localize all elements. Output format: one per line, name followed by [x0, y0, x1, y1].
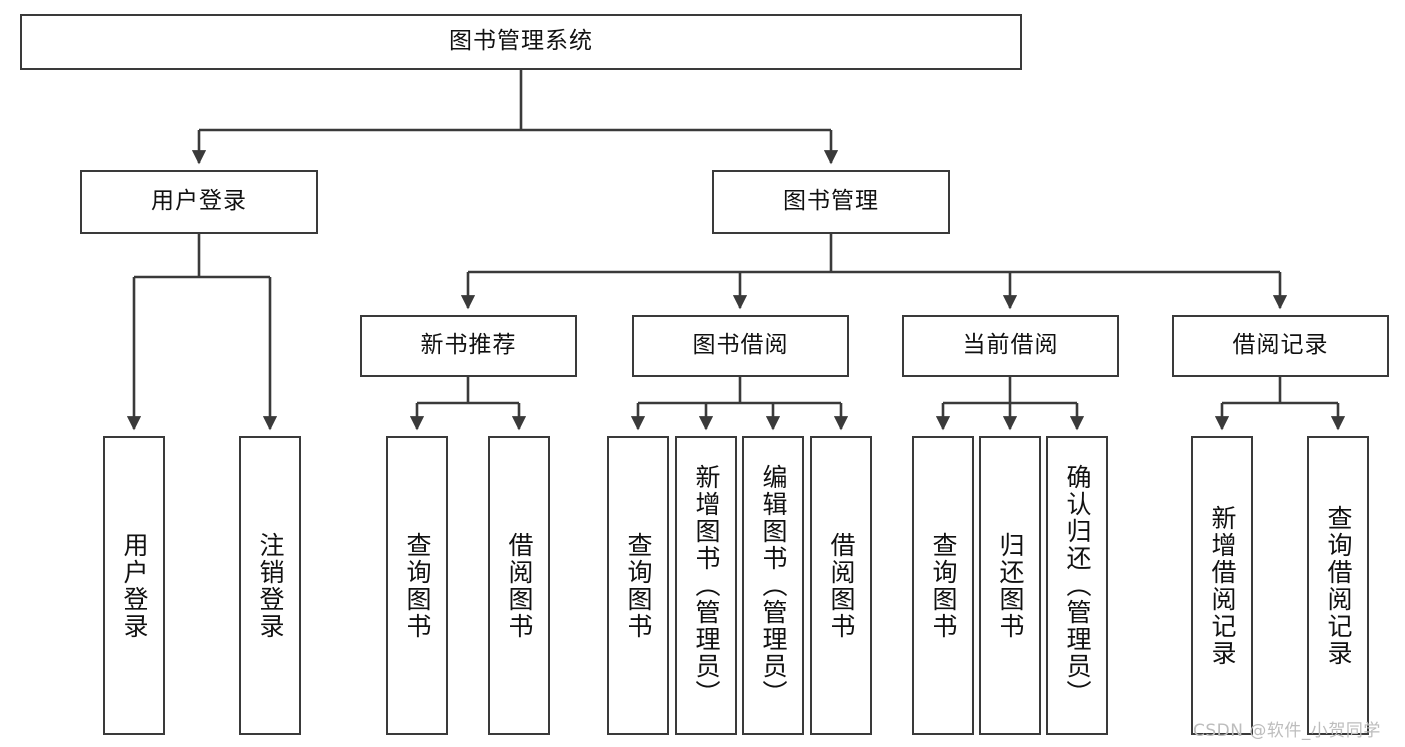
- node-label: 用户登录: [151, 188, 247, 215]
- node-label: 新书推荐: [420, 332, 517, 359]
- leaf-recommend-borrow-book[interactable]: 借阅图书: [488, 436, 550, 735]
- node-label: 图书借阅: [692, 332, 789, 359]
- node-label: 用户登录: [120, 531, 149, 640]
- leaf-user-login-signout[interactable]: 注销登录: [239, 436, 301, 735]
- leaf-user-login-signin[interactable]: 用户登录: [103, 436, 165, 735]
- node-label: 图书管理: [783, 188, 879, 215]
- node-label: 查询图书: [929, 531, 958, 640]
- node-root-system[interactable]: 图书管理系统: [20, 14, 1022, 70]
- node-label: 借阅图书: [505, 531, 534, 640]
- node-borrow-record[interactable]: 借阅记录: [1172, 315, 1389, 377]
- node-label: 当前借阅: [962, 332, 1059, 359]
- leaf-borrow-query-book[interactable]: 查询图书: [607, 436, 669, 735]
- node-current-borrow[interactable]: 当前借阅: [902, 315, 1119, 377]
- node-label: 确认归还（管理员）: [1063, 464, 1092, 707]
- leaf-record-add-record[interactable]: 新增借阅记录: [1191, 436, 1253, 735]
- node-label: 查询借阅记录: [1324, 504, 1353, 667]
- node-label: 注销登录: [256, 531, 285, 640]
- node-user-login[interactable]: 用户登录: [80, 170, 318, 234]
- node-book-borrow[interactable]: 图书借阅: [632, 315, 849, 377]
- leaf-borrow-borrow-book[interactable]: 借阅图书: [810, 436, 872, 735]
- leaf-current-return-book[interactable]: 归还图书: [979, 436, 1041, 735]
- node-book-management[interactable]: 图书管理: [712, 170, 950, 234]
- leaf-record-query-record[interactable]: 查询借阅记录: [1307, 436, 1369, 735]
- node-new-book-recommend[interactable]: 新书推荐: [360, 315, 577, 377]
- node-label: 新增借阅记录: [1208, 504, 1237, 667]
- leaf-borrow-edit-book-admin[interactable]: 编辑图书（管理员）: [742, 436, 804, 735]
- node-label: 归还图书: [996, 531, 1025, 640]
- node-label: 新增图书（管理员）: [692, 464, 721, 707]
- leaf-borrow-add-book-admin[interactable]: 新增图书（管理员）: [675, 436, 737, 735]
- node-label: 借阅记录: [1232, 332, 1329, 359]
- leaf-recommend-query-book[interactable]: 查询图书: [386, 436, 448, 735]
- node-label: 图书管理系统: [449, 28, 593, 55]
- leaf-current-confirm-return-admin[interactable]: 确认归还（管理员）: [1046, 436, 1108, 735]
- node-label: 借阅图书: [827, 531, 856, 640]
- csdn-watermark: CSDN @软件_小贺同学: [1193, 721, 1381, 741]
- leaf-current-query-book[interactable]: 查询图书: [912, 436, 974, 735]
- node-label: 查询图书: [403, 531, 432, 640]
- node-label: 查询图书: [624, 531, 653, 640]
- node-label: 编辑图书（管理员）: [759, 464, 788, 707]
